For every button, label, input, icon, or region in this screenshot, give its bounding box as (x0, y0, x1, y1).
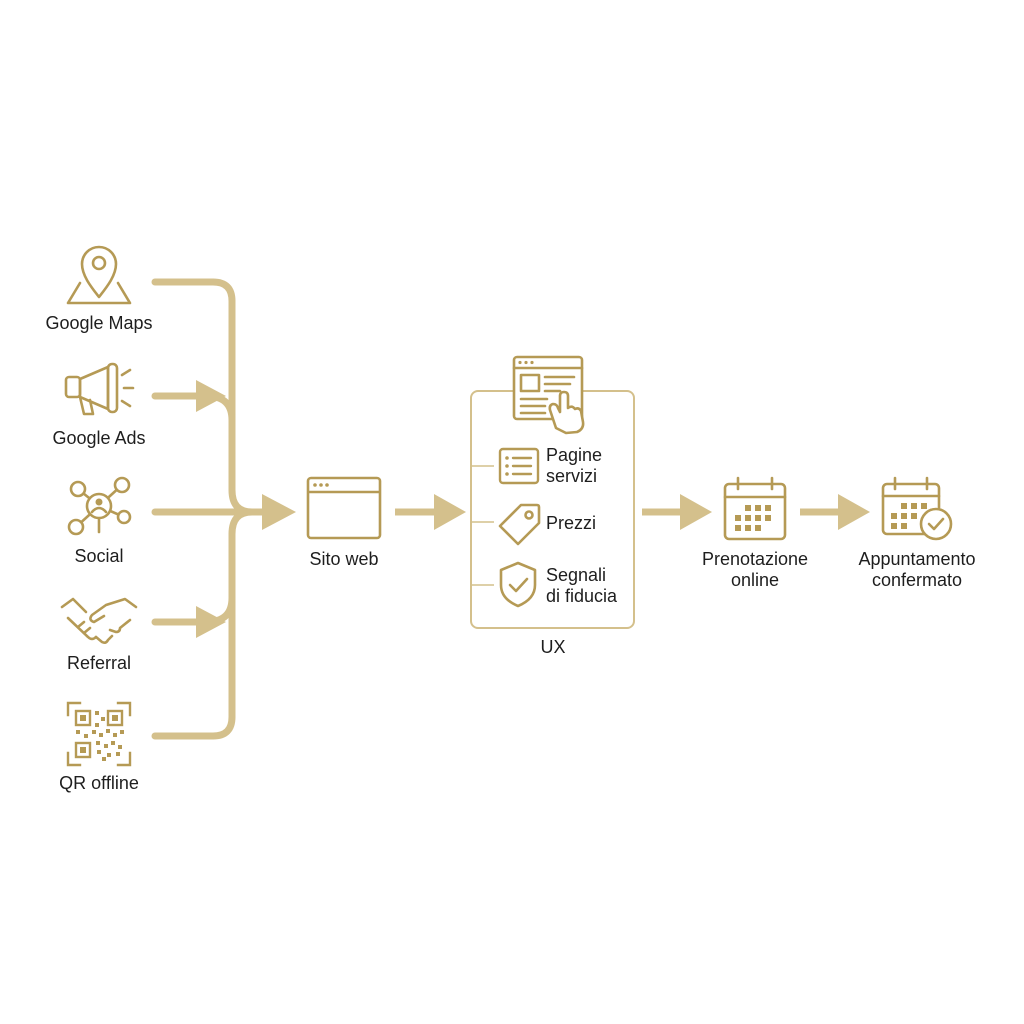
source-connectors (151, 278, 266, 740)
ux-item-segnali-line1: Segnali (546, 565, 607, 585)
ux-item-pagine-servizi: Pagine servizi (546, 445, 602, 487)
connector-referral (151, 594, 236, 626)
ux-item-segnali-di-fiducia: Segnali di fiducia (546, 565, 617, 607)
browser-window-icon (306, 476, 382, 540)
arrowhead-ads (196, 380, 226, 412)
arrow-ux-booking-head (680, 494, 712, 530)
stage-arrows (395, 494, 870, 530)
source-label-google-ads: Google Ads (52, 428, 146, 448)
connector-ads (151, 392, 236, 424)
arrow-booking-confirmed-head (838, 494, 870, 530)
list-icon (498, 447, 540, 485)
ux-item-prezzi-line1: Prezzi (546, 513, 597, 533)
shield-check-icon (499, 561, 537, 608)
arrowhead-referral (196, 606, 226, 638)
confirmed-label: Appuntamento confermato (858, 549, 975, 591)
calendar-icon (723, 476, 787, 541)
ux-item-pagine-servizi-line1: Pagine (546, 445, 603, 465)
source-arrowheads (196, 380, 296, 638)
network-icon (67, 476, 132, 536)
source-label-qr-offline: QR offline (59, 773, 139, 793)
price-tag-icon (498, 503, 541, 546)
megaphone-icon (64, 362, 135, 416)
web-page-click-icon (512, 355, 585, 435)
ux-item-prezzi: Prezzi (546, 513, 596, 534)
booking-label-line1: Prenotazione (701, 549, 809, 569)
confirmed-label-line2: confermato (871, 570, 963, 590)
qr-code-icon (66, 701, 132, 767)
booking-label-line2: online (730, 570, 780, 590)
source-label-referral: Referral (66, 653, 132, 673)
arrow-website-ux-head (434, 494, 466, 530)
ux-panel-connectors (471, 465, 494, 586)
calendar-check-icon (881, 476, 953, 541)
arrowhead-merge (262, 494, 296, 530)
ux-item-pagine-servizi-line2: servizi (546, 466, 598, 486)
source-label-social: Social (74, 546, 124, 566)
handshake-icon (60, 597, 138, 644)
source-label-google-maps: Google Maps (45, 313, 153, 333)
booking-label: Prenotazione online (702, 549, 808, 591)
ux-panel-label: UX (540, 637, 566, 657)
confirmed-label-line1: Appuntamento (858, 549, 976, 569)
map-pin-icon (66, 245, 132, 305)
website-label: Sito web (309, 549, 379, 569)
ux-item-segnali-line2: di fiducia (546, 586, 618, 606)
